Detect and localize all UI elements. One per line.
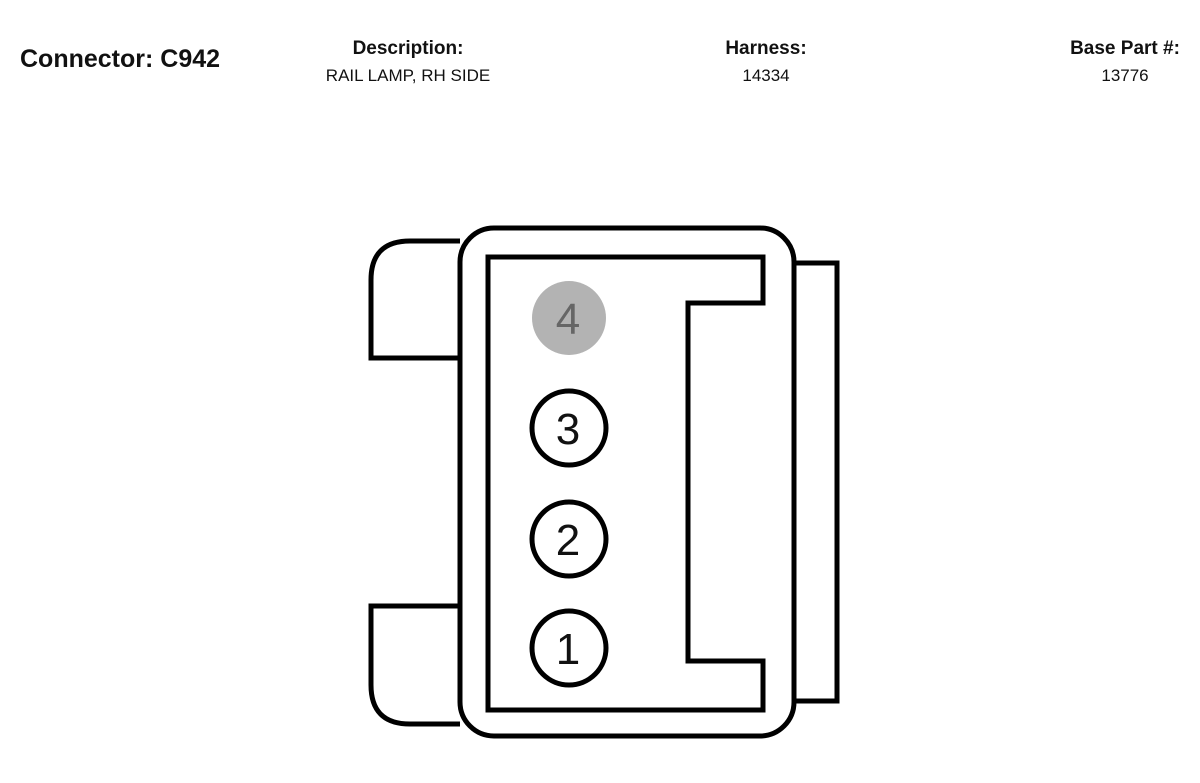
harness-value: 14334 <box>742 66 790 85</box>
pins: 4 3 2 1 <box>529 281 609 688</box>
pin-3: 3 <box>529 388 609 468</box>
pin-circle <box>529 608 609 688</box>
harness-block: Harness: 14334 <box>666 38 866 87</box>
pin-2: 2 <box>529 499 609 579</box>
base-part-block: Base Part #: 13776 <box>1040 38 1200 87</box>
description-value: RAIL LAMP, RH SIDE <box>325 66 491 85</box>
base-part-label: Base Part #: <box>1070 38 1180 59</box>
pin-number: 3 <box>556 405 580 454</box>
base-part-value: 13776 <box>1101 66 1149 85</box>
connector-id: C942 <box>160 45 221 73</box>
pin-circle <box>529 388 609 468</box>
latch-upper <box>368 238 460 361</box>
pin-number: 4 <box>556 295 580 344</box>
pin-number: 1 <box>556 625 580 674</box>
latch-lower <box>368 603 460 727</box>
housing-outer <box>457 225 797 739</box>
connector-housing <box>368 225 840 739</box>
pin-circle <box>529 499 609 579</box>
description-label: Description: <box>352 38 464 59</box>
connector-title: Connector: C942 <box>20 45 220 74</box>
connector-label: Connector: <box>20 45 154 73</box>
description-block: Description: RAIL LAMP, RH SIDE <box>258 38 558 87</box>
side-tab <box>794 260 840 704</box>
housing-inner-cavity <box>485 254 766 713</box>
pin-4: 4 <box>532 281 606 355</box>
pin-1: 1 <box>529 608 609 688</box>
pin-circle <box>532 281 606 355</box>
harness-label: Harness: <box>725 38 807 59</box>
pin-number: 2 <box>556 516 580 565</box>
